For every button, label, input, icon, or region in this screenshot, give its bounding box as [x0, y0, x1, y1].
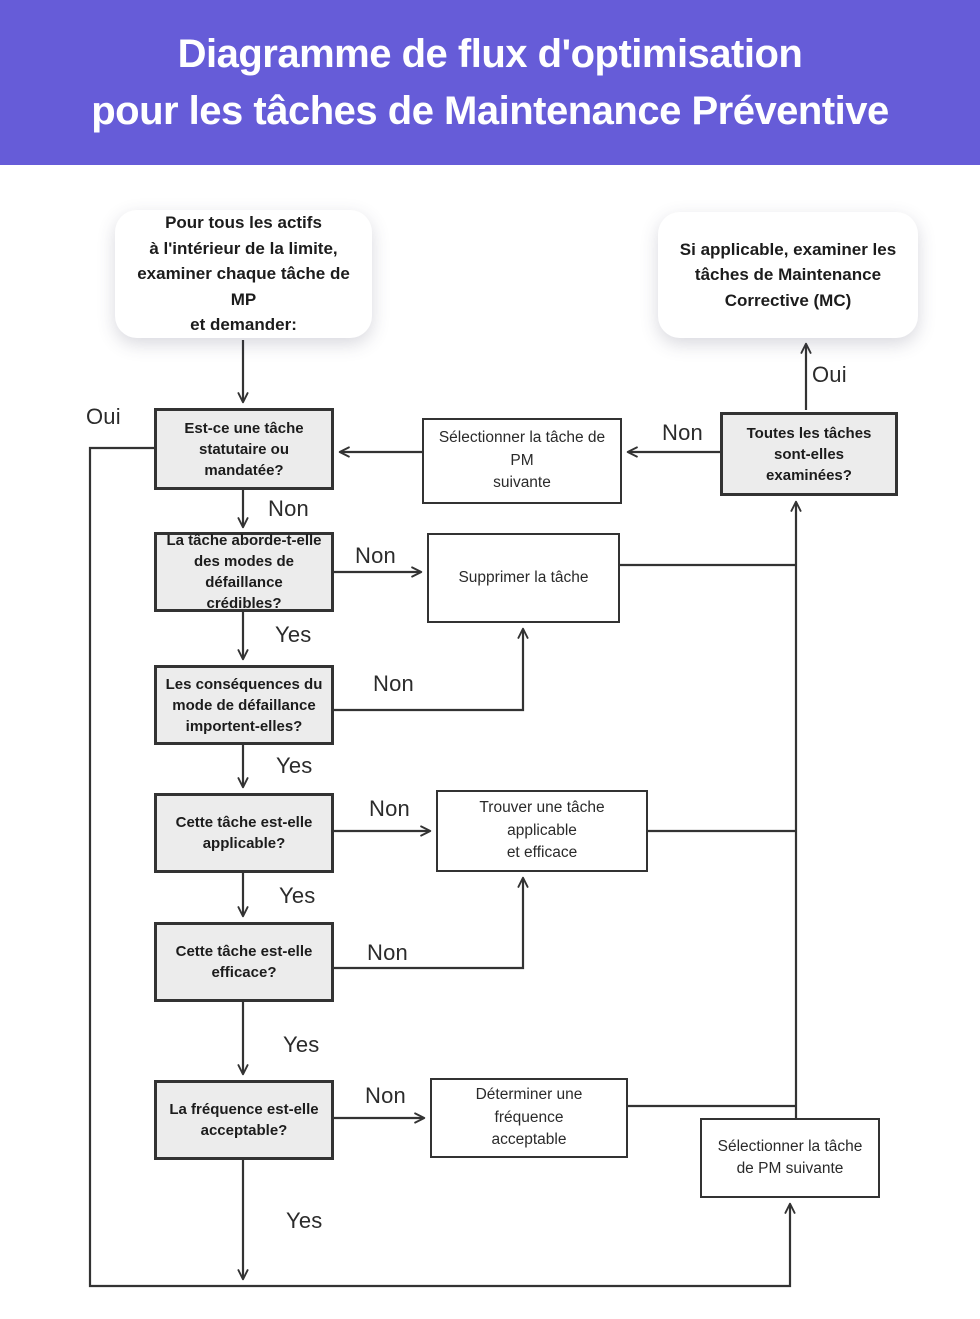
decision-task-applicable: Cette tâche est-elle applicable?: [154, 793, 334, 873]
action-find-task: Trouver une tâche applicable et efficace: [436, 790, 648, 872]
start-node: Pour tous les actifs à l'intérieur de la…: [115, 210, 372, 338]
decision-task-effective: Cette tâche est-elle efficace?: [154, 922, 334, 1002]
edge-label-yes-consequences: Yes: [276, 753, 313, 778]
edge-label-oui-statutory: Oui: [86, 404, 121, 429]
edge-label-non-consequences: Non: [373, 671, 414, 696]
page-header: Diagramme de flux d'optimisation pour le…: [0, 0, 980, 165]
edge-label-oui-all-examined: Oui: [812, 362, 847, 387]
decision-consequences-matter: Les conséquences du mode de défaillance …: [154, 665, 334, 745]
edge-label-yes-applicable: Yes: [279, 883, 316, 908]
edge-label-yes-credible: Yes: [275, 622, 312, 647]
action-select-next-pm-bottom: Sélectionner la tâche de PM suivante: [700, 1118, 880, 1198]
page-title: Diagramme de flux d'optimisation pour le…: [91, 31, 889, 133]
edge-label-non-statutory: Non: [268, 496, 309, 521]
edge-label-yes-effective: Yes: [283, 1032, 320, 1057]
edge-label-non-all-examined: Non: [662, 420, 703, 445]
decision-statutory: Est-ce une tâche statutaire ou mandatée?: [154, 408, 334, 490]
decision-credible-failure-modes: La tâche aborde-t-elle des modes de défa…: [154, 532, 334, 612]
edge-label-non-applicable: Non: [369, 796, 410, 821]
edge-label-non-credible: Non: [355, 543, 396, 568]
decision-all-examined: Toutes les tâches sont-elles examinées?: [720, 412, 898, 496]
edge-label-non-effective: Non: [367, 940, 408, 965]
action-determine-frequency: Déterminer une fréquence acceptable: [430, 1078, 628, 1158]
review-cm-node: Si applicable, examiner les tâches de Ma…: [658, 212, 918, 338]
edge-label-yes-frequency: Yes: [286, 1208, 323, 1233]
action-delete-task: Supprimer la tâche: [427, 533, 620, 623]
decision-frequency-acceptable: La fréquence est-elle acceptable?: [154, 1080, 334, 1160]
action-select-next-pm-top: Sélectionner la tâche de PM suivante: [422, 418, 622, 504]
edge-label-non-frequency: Non: [365, 1083, 406, 1108]
